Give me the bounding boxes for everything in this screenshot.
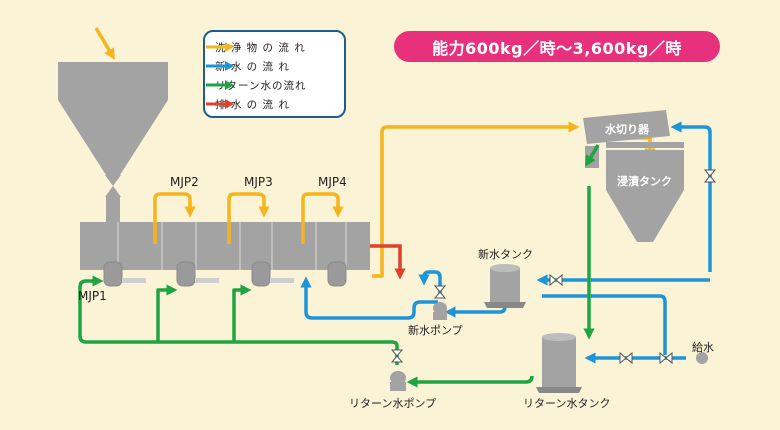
label-mjp2: MJP2 — [170, 175, 199, 189]
inlet-arrow — [94, 27, 115, 60]
legend-arrow-drain — [206, 99, 234, 109]
fresh-water-tank — [484, 264, 526, 308]
legend-arrow-product — [206, 42, 234, 52]
return-water-pump — [390, 371, 406, 391]
legend-arrow-fresh — [206, 61, 234, 71]
label-feed-water: 給水 — [692, 341, 714, 354]
capacity-badge: 能力600kg／時〜3,600kg／時 — [394, 31, 720, 62]
label-fresh-water-tank: 新水タンク — [478, 248, 533, 261]
label-mjp1: MJP1 — [78, 289, 107, 303]
wash-trough — [80, 222, 370, 287]
legend: 洗 浄 物 の 流 れ 新 水 の 流 れ リターン水の流れ 排 水 の 流 れ — [203, 30, 346, 118]
soak-tank — [606, 142, 684, 242]
label-mjp3: MJP3 — [244, 175, 273, 189]
label-dewatering-unit: 水切り器 — [605, 123, 649, 136]
label-return-water-pump: リターン水ポンプ — [349, 397, 437, 410]
fresh-water-pump — [433, 302, 447, 320]
hopper — [58, 62, 168, 222]
return-water-tank — [536, 333, 582, 393]
fresh-water-lines — [300, 121, 712, 364]
label-mjp4: MJP4 — [318, 175, 347, 189]
legend-item-return: リターン水の流れ — [215, 76, 306, 94]
legend-arrow-return — [206, 80, 234, 90]
label-fresh-water-pump: 新水ポンプ — [408, 324, 463, 337]
legend-label: リターン水の流れ — [215, 79, 307, 92]
legend-item-fresh: 新 水 の 流 れ — [215, 57, 290, 75]
legend-item-drain: 排 水 の 流 れ — [215, 95, 290, 113]
legend-item-product: 洗 浄 物 の 流 れ — [215, 38, 306, 56]
valves — [390, 169, 717, 365]
label-return-water-tank: リターン水タンク — [523, 397, 611, 410]
feed-water-inlet — [696, 352, 708, 364]
label-soak-tank: 浸漬タンク — [617, 175, 672, 188]
legend-label: 洗 浄 物 の 流 れ — [215, 41, 306, 54]
legend-label: 排 水 の 流 れ — [215, 98, 290, 111]
legend-label: 新 水 の 流 れ — [215, 60, 290, 73]
return-water-lines — [78, 144, 600, 388]
drain-line — [370, 244, 406, 280]
